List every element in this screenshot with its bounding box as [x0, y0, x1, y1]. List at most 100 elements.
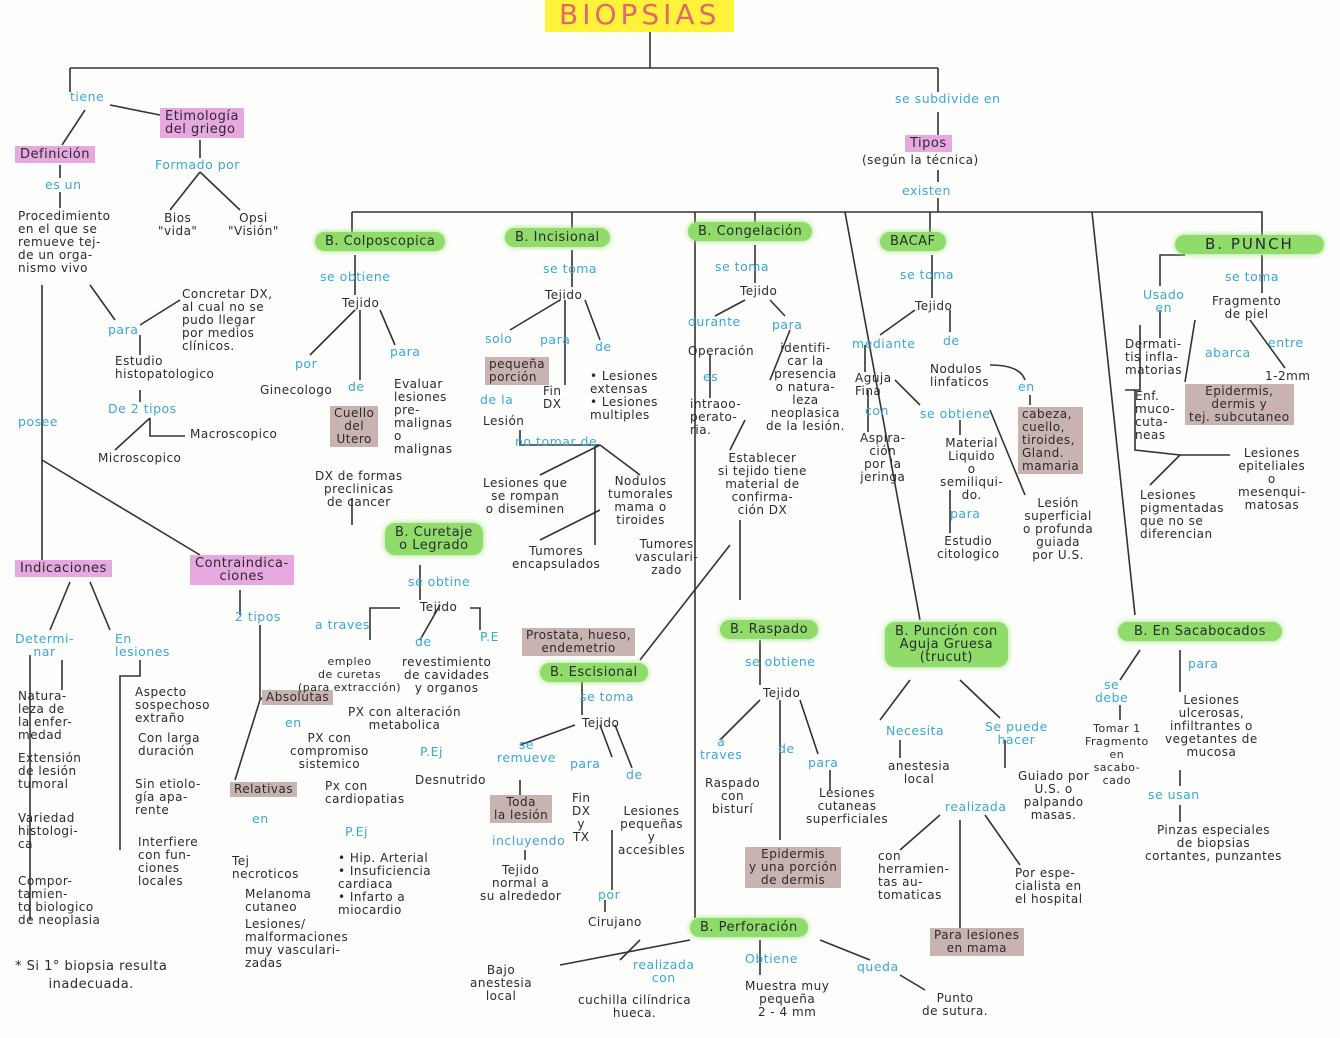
melanoma-node: Melanoma cutaneo: [245, 887, 312, 914]
label-pej: P.Ej: [420, 744, 443, 759]
tejido: Tejido: [420, 600, 458, 614]
label: se toma: [543, 261, 598, 276]
establecer: Establecer si tejido tiene material de c…: [718, 451, 807, 517]
lesiones-vasc: Lesiones/ malformaciones muy vasculari- …: [245, 917, 349, 970]
lesion-item: Aspecto sospechoso extraño: [135, 685, 210, 725]
segun-tecnica: (según la técnica): [862, 153, 979, 167]
herramientas: con herramien- tas au- tomaticas: [878, 849, 950, 902]
revestimiento: revestimiento de cavidades y organos: [402, 655, 492, 695]
label-tiene: tiene: [70, 89, 105, 104]
label: Necesita: [886, 723, 945, 738]
anestesia-local: anestesia local: [888, 759, 951, 786]
bios-node: Bios "vida": [158, 211, 198, 238]
raspado-bisturi: Raspado con bisturí: [705, 776, 761, 816]
opsi-node: Opsi "Visión": [228, 211, 279, 238]
especialista: Por espe- cialista en el hospital: [1015, 866, 1083, 906]
label: se debe: [1095, 677, 1129, 705]
pequena-porcion: pequeña porción: [485, 357, 550, 385]
lesiones-pigmentadas: Lesiones pigmentadas que no se diferenci…: [1140, 488, 1225, 541]
label-existen: existen: [902, 183, 951, 198]
label: para: [950, 506, 981, 521]
lesiones-list: • Lesiones extensas • Lesiones multiples: [590, 369, 658, 422]
px-metabolica: PX con alteración metabolica: [348, 705, 462, 732]
tejido: Tejido: [342, 296, 380, 310]
escisional-node: B. Escisional: [540, 663, 648, 682]
label-en: en: [285, 715, 302, 730]
indicacion-item: Variedad histologi- ca: [18, 811, 79, 851]
rango-mm: 1-2mm: [1265, 369, 1311, 383]
sacabocados-node: B. En Sacabocados: [1118, 622, 1282, 641]
raspado-node: B. Raspado: [720, 620, 819, 639]
tejido: Tejido: [582, 716, 620, 730]
label: abarca: [1205, 345, 1251, 360]
label-2-tipos: 2 tipos: [235, 609, 281, 624]
label-en: en: [252, 811, 269, 826]
label: se obtine: [408, 574, 471, 589]
label-es-un: es un: [45, 177, 82, 192]
lesiones-epiteliales: Lesiones epiteliales o mesenqui- matosas: [1238, 446, 1306, 512]
perforacion-node: B. Perforación: [690, 918, 808, 937]
label: de: [626, 767, 643, 782]
etimologia-node: Etimología del griego: [160, 108, 244, 138]
concretar-node: Concretar DX, al cual no se pudo llegar …: [182, 287, 273, 353]
label-pej: P.Ej: [345, 824, 368, 839]
intraoperatoria: intraoo- perato- ria.: [690, 397, 742, 437]
tipos-node: Tipos: [905, 135, 952, 152]
toda-lesion: Toda la lesión: [490, 795, 553, 823]
label: Usado en: [1143, 287, 1185, 315]
lesion-superficial: Lesión superficial o profunda guiada por…: [1023, 496, 1094, 562]
label: de: [778, 741, 795, 756]
relativas-node: Relativas: [230, 782, 298, 797]
label: se toma: [900, 267, 955, 282]
tejido-normal: Tejido normal a su alrededor: [480, 863, 562, 903]
label: es: [703, 369, 719, 384]
enf-mucocutaneas: Enf. muco- cuta- neas: [1135, 389, 1176, 442]
label: solo: [485, 331, 513, 346]
procedimiento-node: Procedimiento en el que se remueve tej- …: [18, 209, 111, 275]
dx-formas: DX de formas preclinicas de cancer: [315, 469, 403, 509]
aguja-fina: Aguja Fina: [855, 371, 892, 398]
bacaf-node: BACAF: [880, 232, 946, 251]
title: BIOPSIAS: [545, 0, 735, 32]
cirujano: Cirujano: [588, 915, 642, 929]
lesiones-pequenas: Lesiones pequeñas y accesibles: [618, 804, 686, 857]
label: de: [348, 379, 365, 394]
label: no tomar de: [515, 434, 598, 449]
incisional-node: B. Incisional: [505, 228, 610, 247]
label: incluyendo: [492, 833, 566, 848]
trucut-node: B. Punción con Aguja Gruesa (trucut): [885, 622, 1008, 667]
label: para: [540, 332, 571, 347]
tejido: Tejido: [740, 284, 778, 298]
colposcopica-node: B. Colposcopica: [315, 232, 446, 251]
epidermis-dermis: Epidermis y una porción de dermis: [745, 847, 842, 888]
label-determinar: Determi- nar: [15, 631, 74, 659]
label: para: [570, 756, 601, 771]
indicaciones-node: Indicaciones: [15, 560, 112, 577]
label-formado: Formado por: [155, 157, 240, 172]
label: entre: [1268, 335, 1304, 350]
cabeza-cuello: cabeza, cuello, tiroides, Gland. mamaria: [1018, 407, 1084, 474]
lesion-item: Con larga duración: [138, 731, 201, 758]
muestra: Muestra muy pequeña 2 - 4 mm: [745, 979, 830, 1019]
label: de la: [480, 392, 514, 407]
operacion: Operación: [688, 344, 755, 358]
label-en-lesiones: En lesiones: [115, 631, 170, 659]
footnote: * Si 1° biopsia resulta inadecuada.: [15, 959, 168, 992]
punto-sutura: Punto de sutura.: [922, 991, 989, 1018]
label-posee: posee: [18, 414, 58, 429]
tumores-vasc: Tumores vasculari- zado: [635, 537, 699, 577]
indicacion-item: Natura- leza de la enfer- medad: [18, 689, 73, 742]
pinzas: Pinzas especiales de biopsias cortantes,…: [1145, 823, 1282, 863]
curetaje-node: B. Curetaje o Legrado: [385, 523, 483, 555]
cuchilla: cuchilla cilíndrica hueca.: [578, 993, 692, 1020]
label-subdivide: se subdivide en: [895, 91, 1001, 106]
label: se toma: [580, 689, 635, 704]
tumores-encap: Tumores encapsulados: [512, 544, 601, 571]
lesiones-rompan: Lesiones que se rompan o diseminen: [483, 476, 568, 516]
fin-dx-tx: Fin DX y TX: [572, 791, 591, 844]
label: durante: [688, 314, 741, 329]
empleo: empleo de curetas (para extracción): [298, 655, 402, 694]
contraindicaciones-node: Contraindica- ciones: [190, 555, 294, 585]
macroscopico-node: Macroscopico: [190, 427, 278, 441]
